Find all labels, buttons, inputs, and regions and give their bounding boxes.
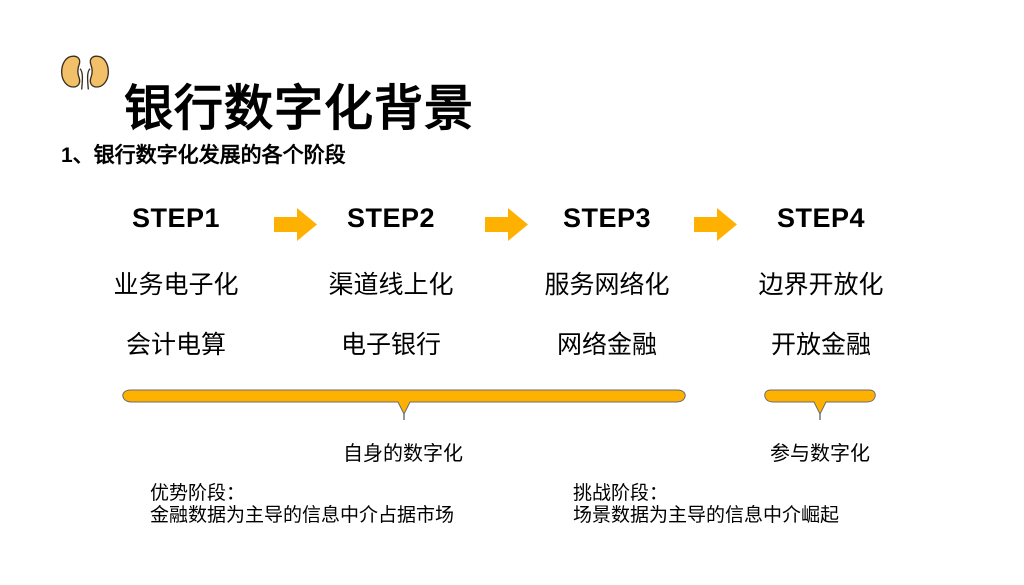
brace-label-participate: 参与数字化 — [770, 443, 870, 465]
step2-stage: 渠道线上化 — [328, 271, 454, 299]
note-advantage-body: 金融数据为主导的信息中介占据市场 — [150, 505, 455, 526]
step3-stage: 服务网络化 — [544, 271, 670, 299]
right-block-arrow-icon — [485, 208, 528, 241]
note-advantage: 优势阶段： 金融数据为主导的信息中介占据市场 — [150, 483, 454, 527]
section-heading: 1、银行数字化发展的各个阶段 — [61, 144, 346, 168]
note-challenge: 挑战阶段： 场景数据为主导的信息中介崛起 — [573, 483, 839, 527]
step3-label: STEP3 — [562, 203, 652, 233]
note-challenge-title: 挑战阶段： — [573, 483, 669, 504]
step3-substage: 网络金融 — [556, 331, 658, 359]
step4-stage: 边界开放化 — [758, 271, 884, 299]
step1-label: STEP1 — [131, 203, 221, 233]
brace-self-digitalization — [122, 389, 686, 420]
kidneys-icon — [60, 52, 110, 92]
step4-substage: 开放金融 — [770, 331, 872, 359]
note-advantage-title: 优势阶段： — [150, 483, 246, 504]
brace-label-self: 自身的数字化 — [343, 443, 463, 465]
right-block-arrow-icon — [694, 208, 737, 241]
step4-label: STEP4 — [776, 203, 866, 233]
step1-substage: 会计电算 — [125, 331, 227, 359]
step1-stage: 业务电子化 — [113, 271, 239, 299]
page-title: 银行数字化背景 — [124, 81, 475, 136]
step2-label: STEP2 — [346, 203, 436, 233]
brace-participate-digitalization — [764, 389, 876, 420]
right-block-arrow-icon — [274, 208, 317, 241]
step2-substage: 电子银行 — [340, 331, 442, 359]
note-challenge-body: 场景数据为主导的信息中介崛起 — [573, 505, 840, 526]
